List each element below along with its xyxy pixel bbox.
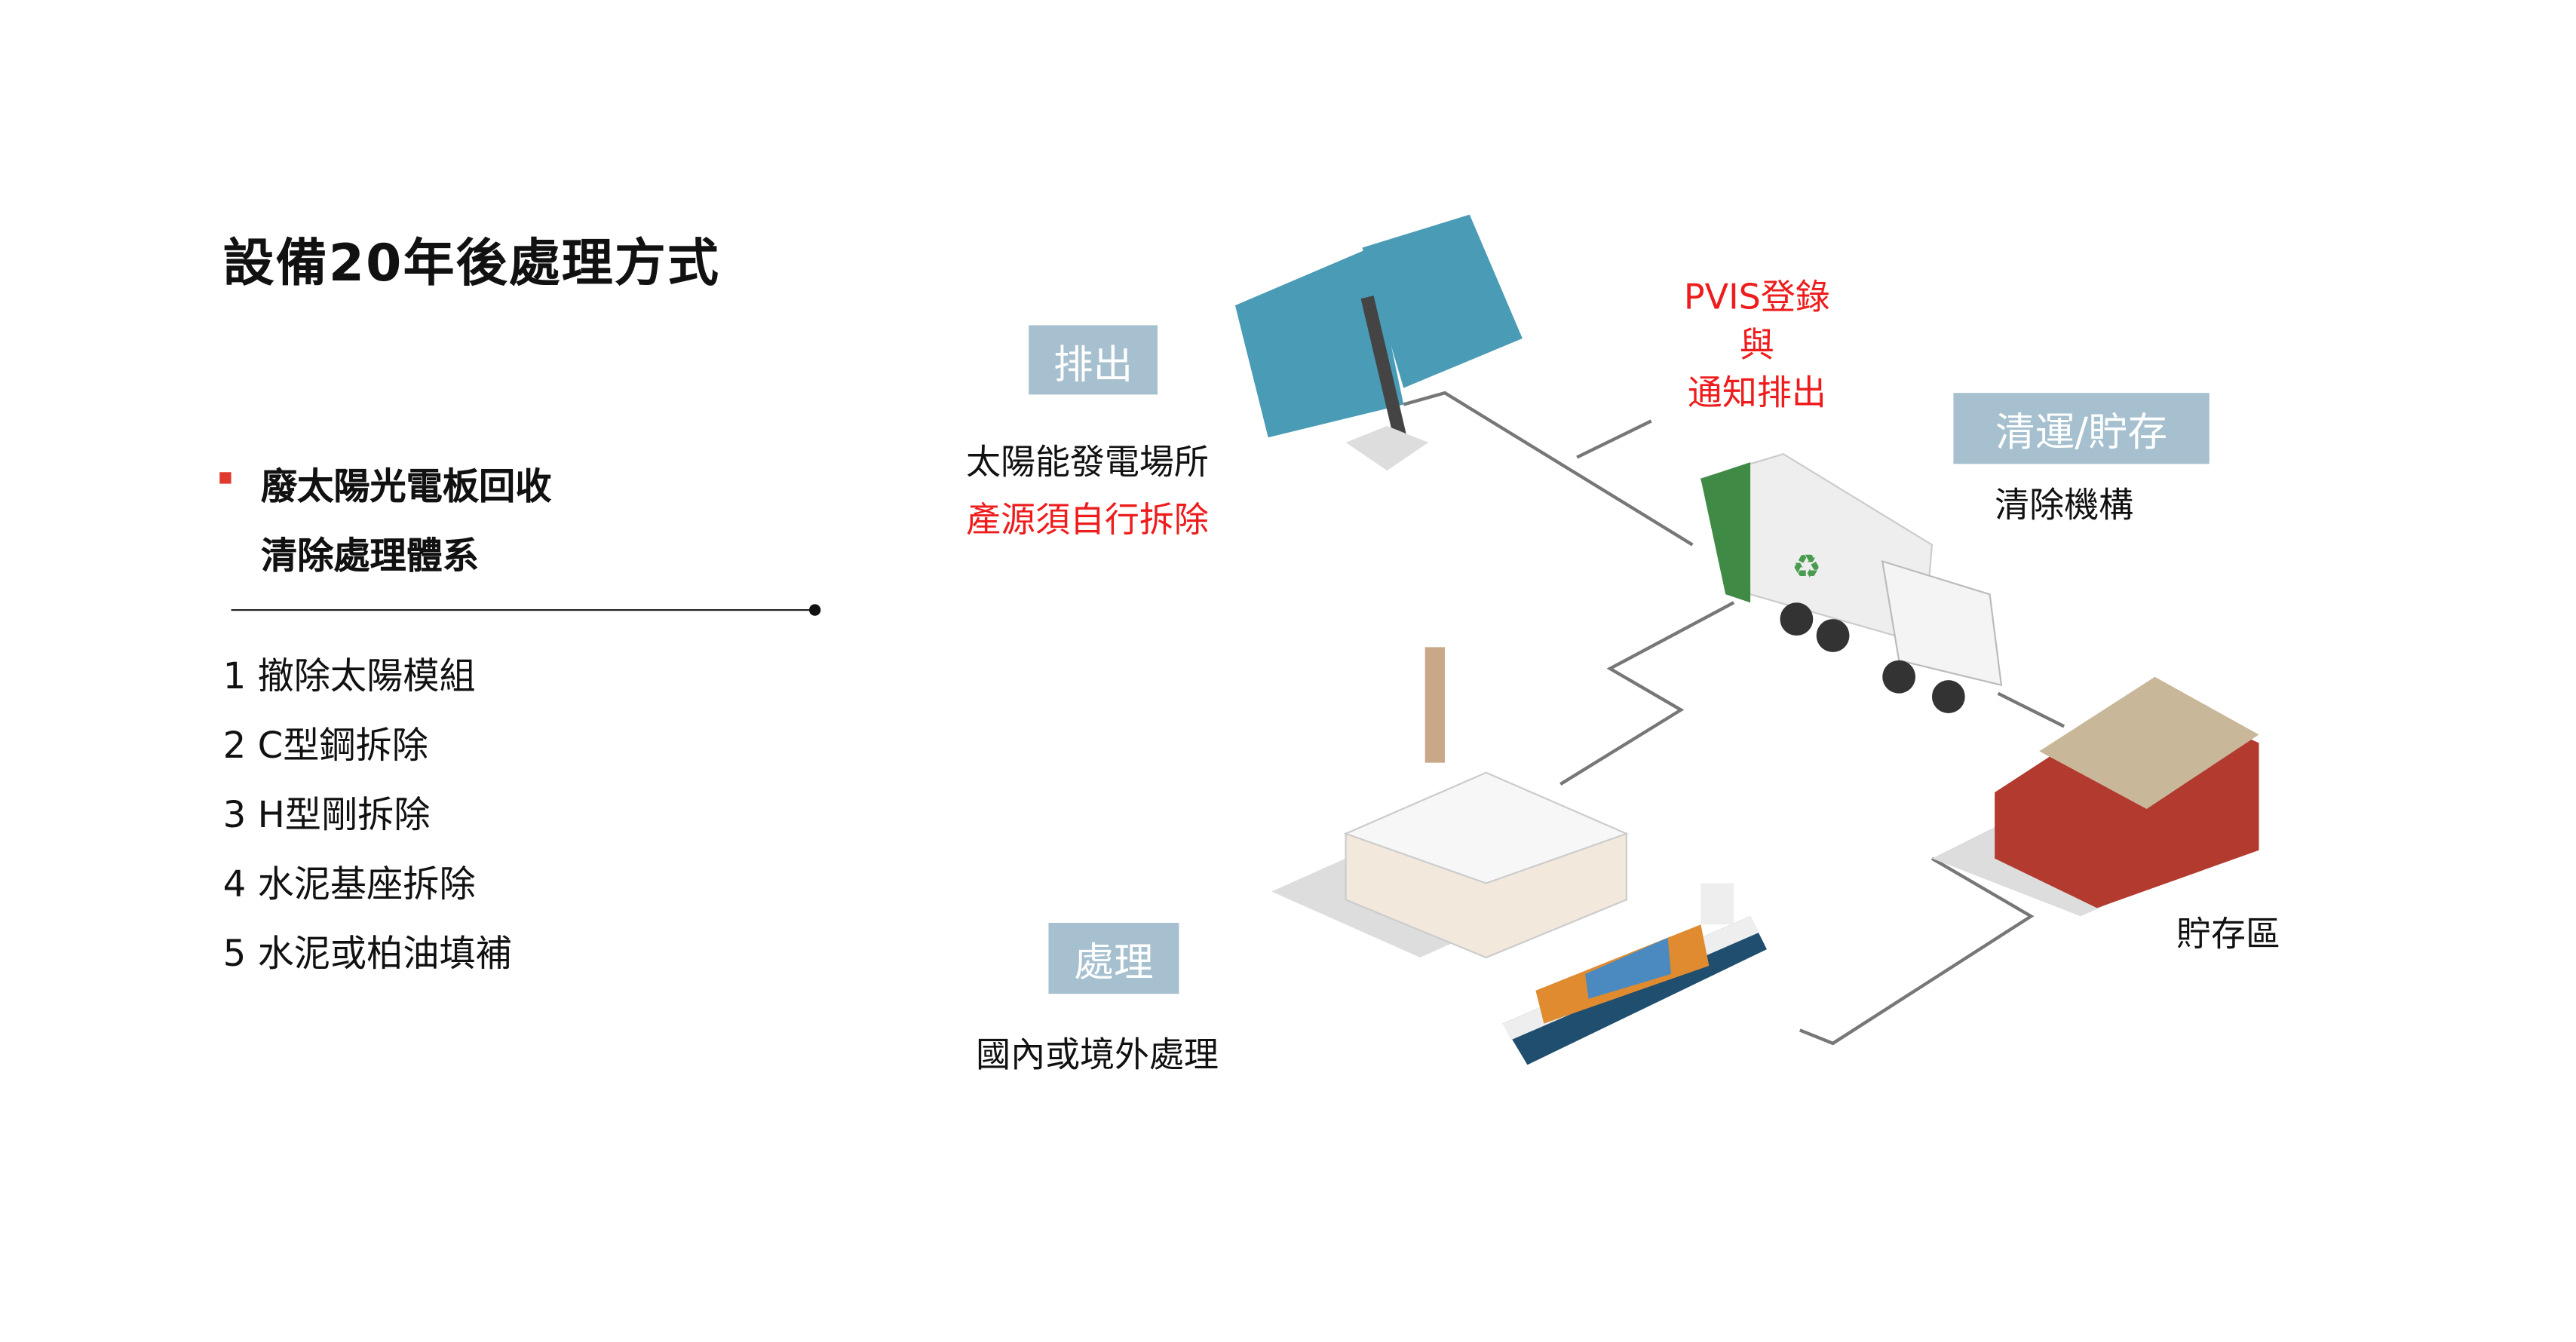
pvis-line3: 通知排出: [1687, 372, 1826, 413]
step-item: 1 撤除太陽模組: [222, 657, 476, 699]
storage-label: 貯存區: [2176, 915, 2280, 954]
step-item: 2 C型鋼拆除: [222, 726, 428, 768]
discharge-note: 產源須自行拆除: [965, 500, 1209, 541]
pvis-line1: PVIS登錄: [1683, 277, 1830, 317]
garbage-truck-icon: ♻: [1699, 452, 2003, 713]
step-item: 5 水泥或柏油填補: [222, 934, 512, 976]
page-title: 設備20年後處理方式: [222, 234, 721, 294]
step-item: 4 水泥基座拆除: [222, 865, 476, 907]
bullet-marker: [219, 472, 232, 484]
treatment-tag: 處理: [1048, 923, 1179, 994]
transport-tag: 清運/貯存: [1953, 393, 2210, 464]
connector-lines: [1403, 391, 2065, 1046]
discharge-tag: 排出: [1029, 325, 1158, 395]
solar-panel-icon: [1234, 214, 1523, 471]
transport-label: 清除機構: [1995, 485, 2134, 525]
factory-icon: [1271, 647, 1629, 959]
warehouse-icon: [1931, 676, 2259, 917]
cargo-ship-icon: [1502, 883, 1767, 1065]
step-item: 3 H型剛拆除: [222, 795, 431, 838]
divider: [231, 608, 814, 611]
treatment-label: 國內或境外處理: [976, 1034, 1219, 1075]
svg-text:♻: ♻: [1792, 547, 1821, 586]
pvis-line2: 與: [1739, 325, 1774, 365]
divider-dot: [808, 604, 821, 616]
discharge-label: 太陽能發電場所: [965, 442, 1209, 483]
section-heading-line2: 清除處理體系: [260, 536, 480, 578]
section-heading-line1: 廢太陽光電板回收: [260, 467, 552, 509]
